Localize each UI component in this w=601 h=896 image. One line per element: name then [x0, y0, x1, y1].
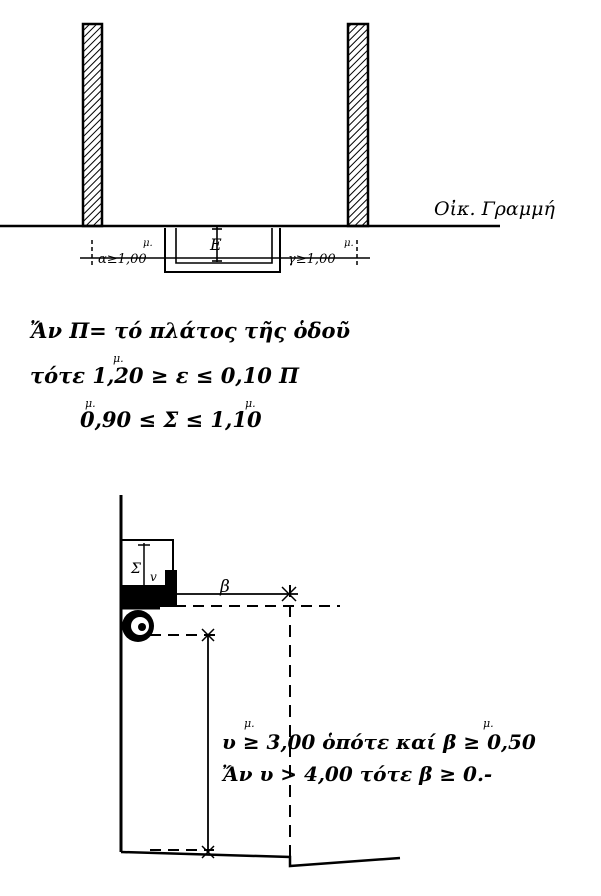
rule-line-3-metre-a: μ.	[85, 397, 96, 410]
rule-line-1: Ἄν Π= τό πλάτος τῆς ὁδοῦ	[29, 318, 351, 343]
rule-line-2-metre: μ.	[113, 352, 124, 365]
rules-text: Ἄν Π= τό πλάτος τῆς ὁδοῦ τότε 1,20 ≥ ε ≤…	[29, 318, 351, 432]
section-view: Σ v β υ ≥ 3,00 ὁπότε καί β ≥ 0,	[119, 495, 536, 868]
condition-1-metre-b: μ.	[483, 717, 494, 730]
right-offset-label: γ≥1,00	[288, 252, 336, 267]
scroll-ornament	[119, 606, 160, 645]
projection-inner	[175, 228, 273, 264]
ground-line	[120, 850, 401, 868]
condition-1-metre-a: μ.	[244, 717, 255, 730]
plan-view: Ε α≥1,00 μ. γ≥1,00 μ. Οἰκ. Γραμμή	[0, 22, 555, 273]
beta-label: β	[219, 577, 230, 597]
left-offset-metre: μ.	[143, 238, 153, 249]
balcony-slab	[121, 585, 177, 607]
projection-outline	[164, 228, 281, 273]
condition-line-2: Ἄν υ > 4,00 τότε β ≥ 0.-	[221, 762, 492, 786]
condition-line-1: υ ≥ 3,00 ὁπότε καί β ≥ 0,50	[222, 730, 536, 754]
rule-line-3: 0,90 ≤ Σ ≤ 1,10	[80, 407, 262, 432]
sigma-label: Σ	[130, 561, 141, 577]
rule-line-2: τότε 1,20 ≥ ε ≤ 0,10 Π	[30, 363, 300, 388]
left-wall	[81, 22, 104, 228]
rule-line-3-metre-b: μ.	[245, 397, 256, 410]
right-offset-metre: μ.	[344, 238, 354, 249]
building-line-label: Οἰκ. Γραμμή	[434, 198, 555, 220]
v-label: v	[150, 570, 157, 584]
left-offset-label: α≥1,00	[98, 252, 147, 267]
epsilon-label: Ε	[209, 235, 222, 254]
right-wall	[346, 22, 370, 228]
